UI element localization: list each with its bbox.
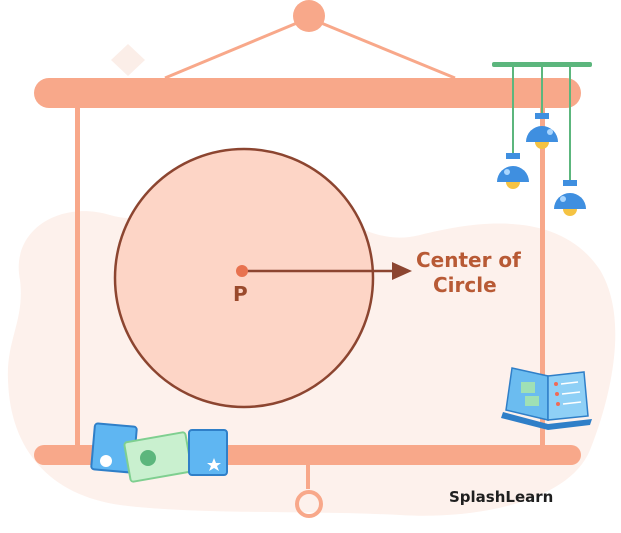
point-label: P <box>233 282 248 306</box>
picture-cards-icon <box>90 422 228 483</box>
center-point-p <box>236 265 248 277</box>
center-label-line2: Circle <box>433 273 497 297</box>
hanging-lamps <box>492 62 592 216</box>
brand-logo-text: SplashLearn <box>449 488 553 506</box>
lamp-icon <box>554 180 586 216</box>
center-arrow-head <box>392 262 412 280</box>
circle-shape <box>113 147 375 409</box>
lamp-icon <box>526 113 558 149</box>
open-book-icon <box>501 367 592 430</box>
pull-ring <box>295 490 323 518</box>
hanger-knob <box>293 0 325 32</box>
decor-diamond <box>111 44 145 76</box>
center-label-line1: Center of <box>416 248 521 272</box>
top-bar <box>34 78 581 108</box>
screen-hanger <box>164 0 456 80</box>
lamp-icon <box>497 153 529 189</box>
